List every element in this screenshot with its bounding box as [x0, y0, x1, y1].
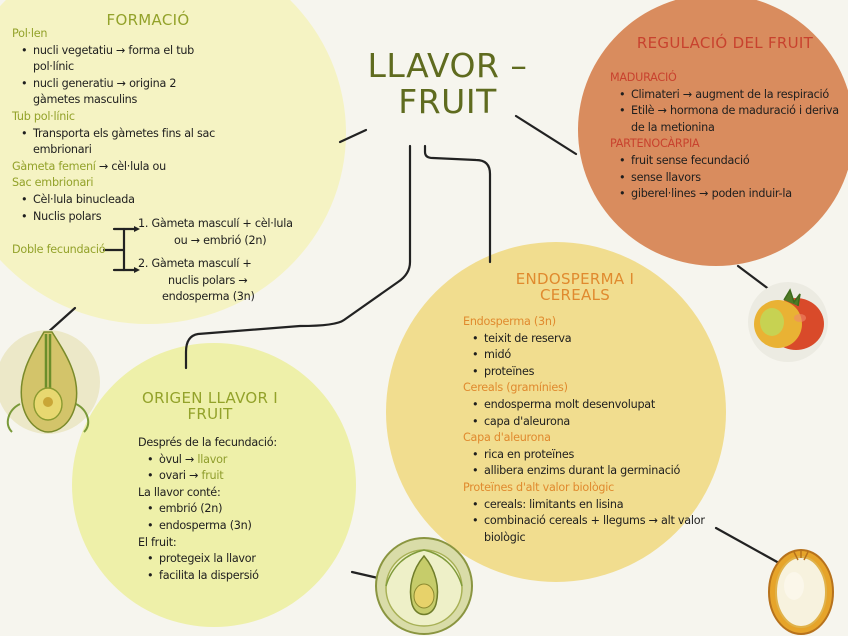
- doble-1-line: ou → embrió (2n): [174, 233, 267, 247]
- ovul-highlight: llavor: [197, 452, 228, 466]
- doble-2-line: nuclis polars →: [168, 273, 248, 287]
- list-item: teixit de reserva: [463, 331, 713, 348]
- cereals-list: endosperma molt desenvolupat capa d'aleu…: [463, 397, 713, 430]
- ovari-prefix: ovari →: [159, 469, 202, 483]
- aleurona-list: rica en proteïnes allibera enzims durant…: [463, 447, 713, 480]
- formacio-title: FORMACIÓ: [106, 11, 190, 29]
- proteines-heading: Proteïnes d'alt valor biològic: [463, 480, 615, 494]
- connector-grain-illus: [714, 526, 790, 570]
- doble-2-line: 2. Gàmeta masculí +: [138, 257, 252, 270]
- llavor-list: embrió (2n) endosperma (3n): [138, 501, 318, 534]
- tub-list: Transporta els gàmetes fins al sac embri…: [12, 126, 222, 159]
- list-item: nucli generatiu → origina 2 gàmetes masc…: [12, 76, 222, 109]
- list-item: Climateri → augment de la respiració: [610, 87, 840, 104]
- connector-formacio: [338, 128, 368, 144]
- endosperma-heading: Endosperma (3n): [463, 315, 556, 328]
- connector-regulacio: [514, 114, 578, 156]
- origen-title: ORIGEN LLAVOR I FRUIT: [141, 389, 279, 423]
- gameta-text: → cèl·lula ou: [95, 159, 166, 173]
- maduracio-heading: MADURACIÓ: [610, 71, 677, 84]
- connector-seed-illus: [350, 570, 380, 580]
- list-item: Nuclis polars: [12, 209, 222, 226]
- pollen-heading: Pol·len: [12, 27, 48, 40]
- list-item: endosperma molt desenvolupat: [463, 397, 713, 414]
- partenocarpia-heading: PARTENOCÀRPIA: [610, 137, 700, 151]
- list-item: fruit sense fecundació: [610, 153, 840, 170]
- list-item: combinació cereals + llegums → alt valor…: [463, 513, 713, 546]
- list-item: midó: [463, 347, 713, 364]
- doble-heading: Doble fecundació: [12, 242, 106, 259]
- list-item: ovari → fruit: [138, 468, 318, 485]
- cereals-heading: Cereals (gramínies): [463, 381, 568, 395]
- connector-endosperma: [423, 144, 492, 264]
- doble-1-line: 1. Gàmeta masculí + cèl·lula: [138, 217, 293, 230]
- sac-list: Cèl·lula binucleada Nuclis polars: [12, 192, 222, 225]
- list-item: giberel·lines → poden induir-la: [610, 186, 840, 203]
- pollen-list: nucli vegetatiu → forma el tub pol·línic…: [12, 43, 222, 109]
- doble-2-line: endosperma (3n): [162, 290, 255, 304]
- proteines-list: cereals: limitants en lisina combinació …: [463, 497, 713, 547]
- list-item: proteïnes: [463, 364, 713, 381]
- llavor-heading: La llavor conté:: [138, 485, 221, 499]
- connector-tomato-illus: [736, 264, 772, 292]
- doble-step-1: 1. Gàmeta masculí + cèl·lula ou → embrió…: [138, 216, 318, 249]
- origen-content: Després de la fecundació: òvul → llavor …: [138, 435, 318, 584]
- list-item: rica en proteïnes: [463, 447, 713, 464]
- sac-heading: Sac embrionari: [12, 176, 94, 190]
- gameta-line: Gàmeta femení → cèl·lula ou: [12, 159, 222, 176]
- list-item: allibera enzims durant la germinació: [463, 463, 713, 480]
- doble-heading-label: Doble fecundació: [12, 243, 106, 256]
- list-item: nucli vegetatiu → forma el tub pol·línic: [12, 43, 222, 76]
- maduracio-list: Climateri → augment de la respiració Eti…: [610, 87, 840, 137]
- fruit-list: protegeix la llavor facilita la dispersi…: [138, 551, 318, 584]
- list-item: Cèl·lula binucleada: [12, 192, 222, 209]
- connector-pollen-illus: [44, 306, 77, 336]
- fruit-heading: El fruit:: [138, 535, 177, 549]
- list-item: endosperma (3n): [138, 518, 318, 535]
- list-item: facilita la dispersió: [138, 568, 318, 585]
- tomato-illustration: [748, 282, 828, 362]
- pollen-tube-illustration: [0, 330, 100, 434]
- list-item: sense llavors: [610, 170, 840, 187]
- formacio-content: Pol·len nucli vegetatiu → forma el tub p…: [12, 26, 222, 225]
- endosperma-list: teixit de reserva midó proteïnes: [463, 331, 713, 381]
- list-item: Transporta els gàmetes fins al sac embri…: [12, 126, 222, 159]
- despres-list: òvul → llavor ovari → fruit: [138, 452, 318, 485]
- aleurona-heading: Capa d'aleurona: [463, 431, 551, 445]
- endosperma-title: ENDOSPERMA I CEREALS: [515, 270, 635, 304]
- bracket-doble-fecundacio: [102, 227, 126, 272]
- list-item: capa d'aleurona: [463, 414, 713, 431]
- main-title: LLAVOR – FRUIT: [367, 46, 528, 121]
- connector-origen: [184, 144, 412, 370]
- partenocarpia-list: fruit sense fecundació sense llavors gib…: [610, 153, 840, 203]
- tub-heading: Tub pol·línic: [12, 109, 75, 123]
- regulacio-title: REGULACIÓ DEL FRUIT: [636, 34, 814, 52]
- cereal-grain-illustration: [768, 549, 834, 635]
- despres-heading: Després de la fecundació:: [138, 436, 277, 449]
- doble-step-2: 2. Gàmeta masculí + nuclis polars → endo…: [138, 256, 318, 306]
- list-item: protegeix la llavor: [138, 551, 318, 568]
- ovari-highlight: fruit: [201, 469, 224, 483]
- gameta-heading: Gàmeta femení: [12, 159, 96, 173]
- list-item: Etilè → hormona de maduració i deriva de…: [610, 103, 840, 136]
- list-item: cereals: limitants en lisina: [463, 497, 713, 514]
- list-item: òvul → llavor: [138, 452, 318, 469]
- ovul-prefix: òvul →: [159, 452, 198, 466]
- regulacio-content: MADURACIÓ Climateri → augment de la resp…: [610, 70, 840, 203]
- endosperma-content: Endosperma (3n) teixit de reserva midó p…: [463, 314, 713, 546]
- seed-section-illustration: [375, 537, 473, 635]
- list-item: embrió (2n): [138, 501, 318, 518]
